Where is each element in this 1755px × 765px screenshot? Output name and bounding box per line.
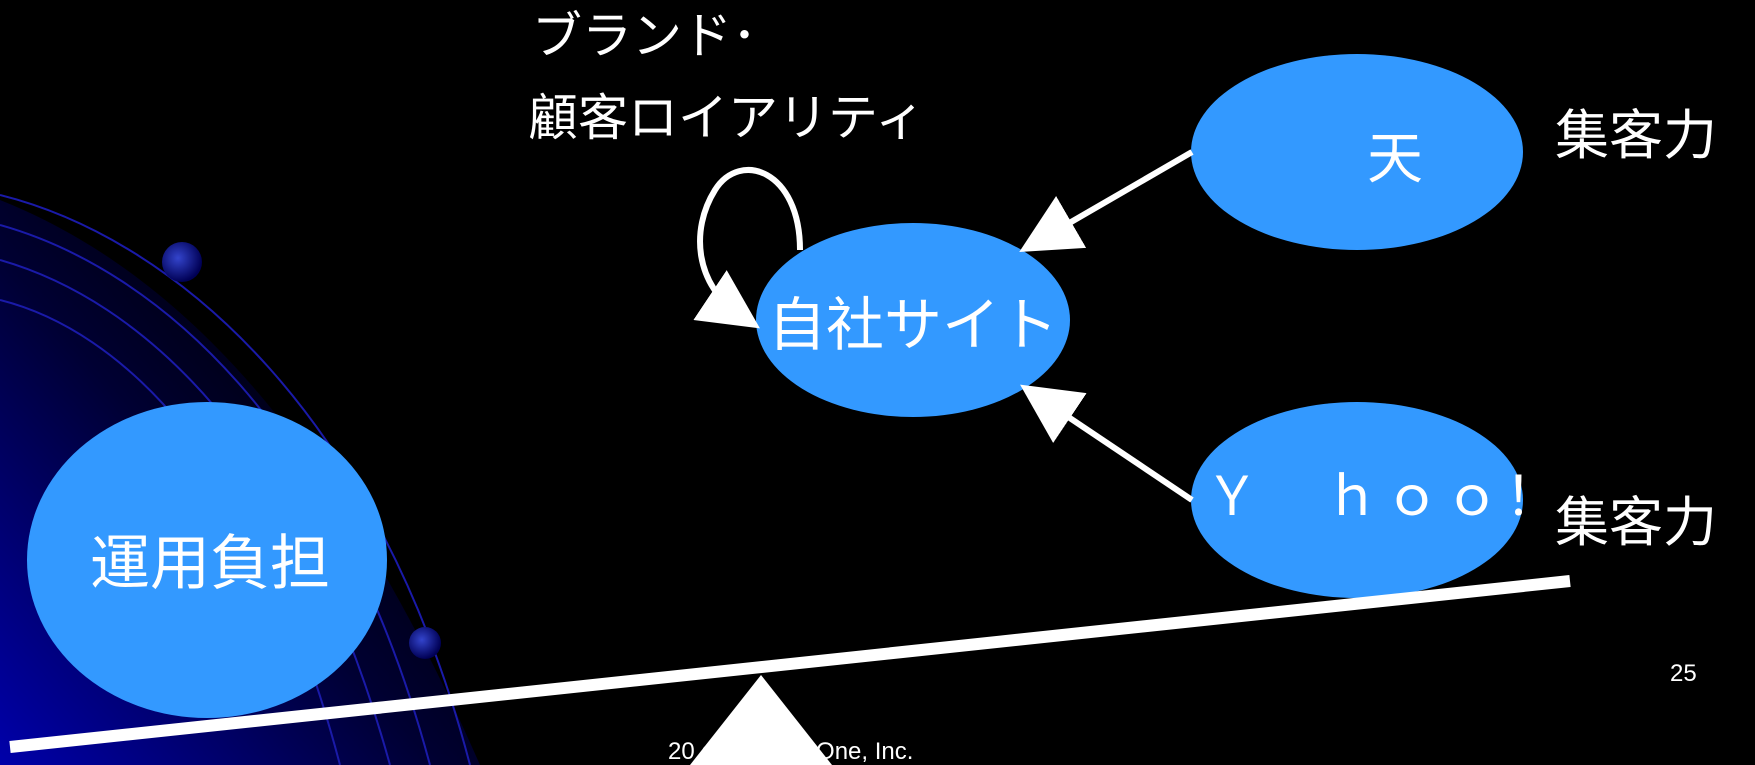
- rakuten-label: 天: [1367, 127, 1423, 192]
- decor-orb-2: [409, 627, 441, 659]
- arrow-rakuten-to-site: [1019, 149, 1194, 253]
- self-site-node: [756, 223, 1070, 417]
- rakuten-node: [1191, 54, 1523, 250]
- operation-load-node: [27, 402, 387, 718]
- brand-loop-arrow: [693, 167, 803, 329]
- decor-arc-2: [0, 224, 431, 765]
- decor-arc-1: [0, 194, 471, 765]
- draw-power-label-bottom: 集客力: [1555, 491, 1717, 554]
- seesaw-beam: [9, 575, 1571, 753]
- yahoo-label: Ｙ ｈｏｏ！: [1205, 465, 1565, 528]
- decor-orb-1: [162, 242, 202, 282]
- page-number: 25: [1670, 660, 1697, 687]
- arrow-yahoo-to-site: [1020, 384, 1194, 503]
- operation-load-label: 運用負担: [90, 529, 330, 599]
- brand-label-line2: 顧客ロイアリティ: [528, 89, 925, 147]
- yahoo-node: [1191, 402, 1523, 598]
- footer-copyright: 20 ght(C) EC-One, Inc.: [668, 738, 914, 765]
- self-site-label: 自社サイト: [767, 291, 1058, 359]
- seesaw-fulcrum: [690, 675, 832, 765]
- brand-label-line1: ブランド･: [532, 7, 757, 65]
- draw-power-label-top: 集客力: [1555, 104, 1717, 167]
